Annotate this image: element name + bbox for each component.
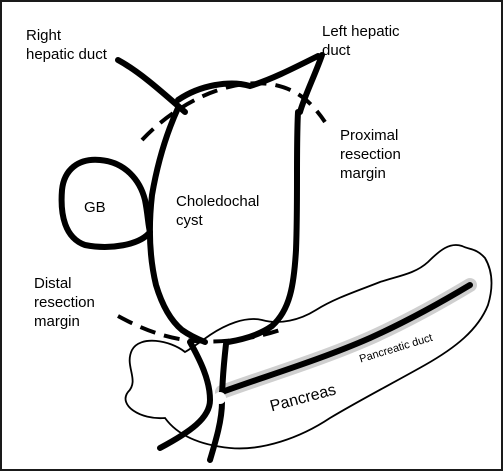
pancreas-outline xyxy=(126,245,492,448)
cyst-top xyxy=(178,56,318,100)
label-choledochal-cyst: Choledochal cyst xyxy=(176,192,259,230)
common-bile-duct-left xyxy=(160,342,210,448)
ampulla-marker xyxy=(214,392,226,404)
right-hepatic-duct xyxy=(118,60,185,112)
label-gallbladder: GB xyxy=(84,198,106,217)
label-proximal-resection-margin: Proximal resection margin xyxy=(340,126,401,183)
label-right-hepatic-duct: Right hepatic duct xyxy=(26,26,107,64)
gallbladder xyxy=(62,160,150,247)
label-distal-resection-margin: Distal resection margin xyxy=(34,274,95,331)
label-left-hepatic-duct: Left hepatic duct xyxy=(322,22,400,60)
